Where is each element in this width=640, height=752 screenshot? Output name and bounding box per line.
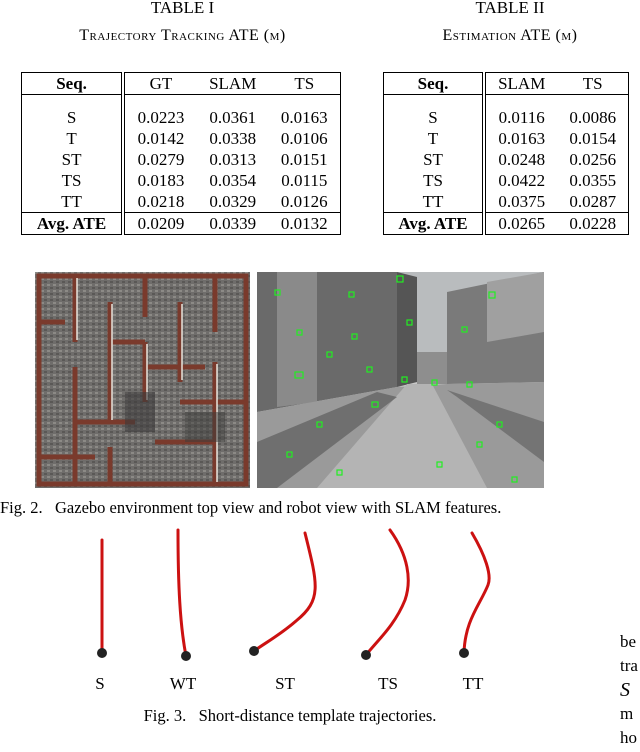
row-label: TS	[21, 170, 126, 191]
trajectory-ts-start	[361, 650, 371, 660]
trajectory-wt-start	[181, 651, 191, 661]
avg-cell: 0.0265	[483, 212, 558, 235]
table-cell: 0.0154	[569, 128, 617, 148]
row-label: T	[383, 128, 486, 149]
column-header: SLAM	[196, 72, 269, 95]
table-row: TS 0.0422 0.0355	[383, 170, 629, 191]
table-cell: 0.0163	[498, 128, 546, 148]
trajectory-ts	[364, 528, 410, 657]
column-header: TS	[268, 72, 341, 95]
table1-number: TABLE I	[150, 0, 215, 17]
row-label: ST	[383, 149, 486, 170]
table-row: TT 0.0375 0.0287	[383, 191, 629, 213]
avg-cell: 0.0228	[557, 212, 629, 235]
table-cell: 0.0279	[137, 149, 185, 169]
row-label: T	[21, 128, 126, 149]
trajectory-s-start	[97, 648, 107, 658]
table-cell: 0.0142	[137, 128, 185, 148]
avg-cell: 0.0209	[123, 212, 197, 235]
table2-number: TABLE II	[475, 0, 545, 17]
gazebo-top-view-image	[35, 272, 250, 488]
table-cell: 0.0313	[209, 149, 257, 169]
table-row: S 0.0223 0.0361 0.0163	[21, 107, 341, 128]
avg-label: Avg. ATE	[383, 212, 486, 235]
table-cell: 0.0248	[498, 149, 546, 169]
fragment-line: m	[620, 704, 634, 723]
table-row: ST 0.0248 0.0256	[383, 149, 629, 170]
trajectory-plot	[97, 528, 491, 661]
row-label: ST	[21, 149, 126, 170]
table-cell: 0.0361	[209, 107, 257, 127]
trajectory-st-start	[249, 646, 259, 656]
table-row: TS 0.0183 0.0354 0.0115	[21, 170, 341, 191]
table1-caption: Trajectory Tracking ATE (m)	[79, 27, 286, 44]
row-label: TT	[383, 191, 486, 213]
fragment-line: be	[620, 632, 637, 651]
table-cell: 0.0355	[569, 170, 617, 190]
fig3-caption: Fig. 3. Short-distance template trajecto…	[143, 706, 437, 725]
table-cell: 0.0256	[569, 149, 617, 169]
table-row: S 0.0116 0.0086	[383, 107, 629, 128]
fragment-line: ho	[620, 728, 637, 747]
table-cell: 0.0338	[209, 128, 257, 148]
row-label: S	[21, 107, 126, 128]
column-header: Seq.	[383, 72, 486, 95]
right-column-fragment: be tra S m ho	[620, 630, 638, 750]
column-header: TS	[557, 72, 629, 95]
table-cell: 0.0183	[137, 170, 185, 190]
trajectory-tt-start	[459, 648, 469, 658]
table-row: T 0.0142 0.0338 0.0106	[21, 128, 341, 149]
row-label: S	[383, 107, 486, 128]
table-cell: 0.0218	[137, 191, 185, 211]
column-header: GT	[123, 72, 197, 95]
table-cell: 0.0329	[209, 191, 257, 211]
row-label: TT	[21, 191, 126, 213]
trajectory-st	[252, 531, 317, 653]
table-row: ST 0.0279 0.0313 0.0151	[21, 149, 341, 170]
table-cell: 0.0106	[280, 128, 328, 148]
fig2-caption: Fig. 2. Gazebo environment top view and …	[0, 498, 502, 517]
traj-label-s: S	[95, 674, 105, 693]
robot-view-image	[257, 272, 544, 488]
fragment-line: S	[620, 679, 630, 701]
table-cell: 0.0116	[498, 107, 545, 127]
table-cell: 0.0115	[281, 170, 328, 190]
traj-label-wt: WT	[169, 674, 197, 693]
fragment-line: tra	[620, 656, 638, 675]
traj-label-st: ST	[275, 674, 295, 693]
column-header: SLAM	[483, 72, 558, 95]
table2-caption: Estimation ATE (m)	[442, 27, 578, 44]
table-cell: 0.0151	[280, 149, 328, 169]
table-cell: 0.0354	[209, 170, 257, 190]
table-cell: 0.0163	[280, 107, 328, 127]
table-cell: 0.0287	[569, 191, 617, 211]
table-row: TT 0.0218 0.0329 0.0126	[21, 191, 341, 213]
table-cell: 0.0126	[280, 191, 328, 211]
traj-label-ts: TS	[378, 674, 398, 693]
table-cell: 0.0422	[498, 170, 546, 190]
table-cell: 0.0086	[569, 107, 617, 127]
column-header: Seq.	[21, 72, 126, 95]
avg-cell: 0.0339	[196, 212, 269, 235]
avg-label: Avg. ATE	[21, 212, 126, 235]
trajectory-wt	[176, 528, 188, 658]
traj-label-tt: TT	[462, 674, 484, 693]
trajectory-tt	[462, 531, 491, 655]
row-label: TS	[383, 170, 486, 191]
table-cell: 0.0375	[498, 191, 546, 211]
table-cell: 0.0223	[137, 107, 185, 127]
table-row: T 0.0163 0.0154	[383, 128, 629, 149]
avg-cell: 0.0132	[268, 212, 341, 235]
